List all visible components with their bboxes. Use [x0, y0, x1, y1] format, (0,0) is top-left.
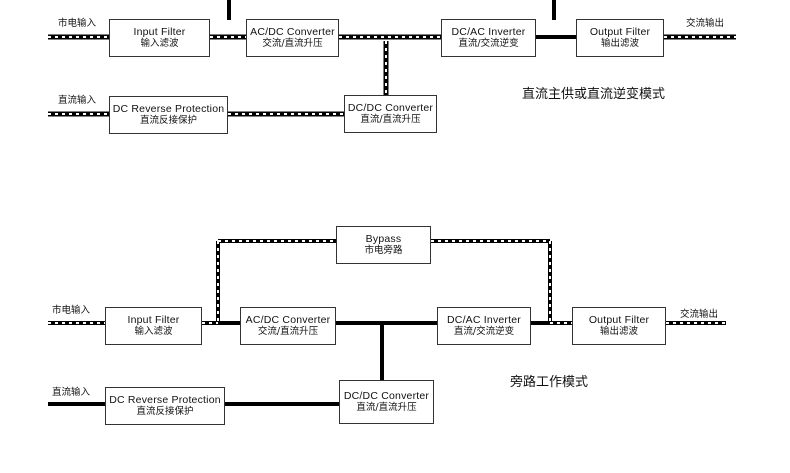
dcdc-converter-sublabel-2: 直流/直流升压 — [356, 402, 417, 413]
dc-reverse-protection-sublabel-2: 直流反接保护 — [136, 406, 194, 417]
dc-reverse-protection-sublabel: 直流反接保护 — [139, 115, 197, 126]
ac-output-label-2: 交流输出 — [680, 309, 719, 320]
dc-reverse-protection-label-2: DC Reverse Protection — [109, 394, 221, 406]
input-filter-sublabel-2: 输入滤波 — [134, 326, 173, 337]
input-filter-label-2: Input Filter — [127, 314, 180, 326]
input-filter-box-2: Input Filter 输入滤波 — [105, 307, 202, 345]
dcdc-converter-label-2: DC/DC Converter — [343, 390, 430, 402]
acdc-converter-sublabel-2: 交流/直流升压 — [257, 326, 319, 337]
diagram1-active-path — [227, 0, 576, 39]
dcdc-converter-sublabel: 直流/直流升压 — [360, 114, 421, 125]
bypass-label: Bypass — [365, 233, 402, 245]
bypass-sublabel: 市电旁路 — [364, 245, 403, 256]
acdc-converter-box-2: AC/DC Converter 交流/直流升压 — [240, 307, 336, 345]
ac-output-label: 交流输出 — [686, 18, 725, 29]
dc-reverse-protection-label: DC Reverse Protection — [112, 103, 225, 115]
bypass-box: Bypass 市电旁路 — [336, 226, 431, 264]
output-filter-box: Output Filter 输出滤波 — [576, 19, 664, 57]
input-filter-box: Input Filter 输入滤波 — [109, 19, 210, 57]
output-filter-sublabel: 输出滤波 — [600, 38, 639, 49]
dcdc-converter-box: DC/DC Converter 直流/直流升压 — [344, 95, 437, 133]
acdc-converter-label: AC/DC Converter — [250, 26, 335, 38]
output-filter-sublabel-2: 输出滤波 — [599, 326, 638, 337]
acdc-converter-label-2: AC/DC Converter — [245, 314, 331, 326]
output-filter-label: Output Filter — [589, 26, 651, 38]
dcdc-converter-label: DC/DC Converter — [347, 102, 434, 114]
dc-input-label-2: 直流输入 — [52, 387, 91, 398]
dc-reverse-protection-box-2: DC Reverse Protection 直流反接保护 — [105, 387, 225, 425]
diagram2-bypass-dots — [48, 240, 726, 324]
mains-input-label: 市电输入 — [58, 18, 97, 29]
mode-title-dc-inverter: 直流主供或直流逆变模式 — [522, 87, 666, 102]
output-filter-box-2: Output Filter 输出滤波 — [572, 307, 666, 345]
acdc-converter-box: AC/DC Converter 交流/直流升压 — [246, 19, 339, 57]
dcac-inverter-box: DC/AC Inverter 直流/交流逆变 — [441, 19, 536, 57]
diagram2-inactive-path — [48, 321, 550, 406]
dcac-inverter-label: DC/AC Inverter — [451, 26, 526, 38]
output-filter-label-2: Output Filter — [588, 314, 650, 326]
mode-title-bypass: 旁路工作模式 — [510, 375, 589, 390]
dc-reverse-protection-box: DC Reverse Protection 直流反接保护 — [109, 96, 228, 134]
dc-input-label: 直流输入 — [58, 95, 97, 106]
dcac-inverter-box-2: DC/AC Inverter 直流/交流逆变 — [437, 307, 531, 345]
dcdc-converter-box-2: DC/DC Converter 直流/直流升压 — [339, 380, 434, 424]
dcac-inverter-sublabel: 直流/交流逆变 — [458, 38, 519, 49]
input-filter-sublabel: 输入滤波 — [140, 38, 179, 49]
dcac-inverter-sublabel-2: 直流/交流逆变 — [453, 326, 515, 337]
input-filter-label: Input Filter — [133, 26, 186, 38]
diagram1-inactive-paths — [48, 34, 441, 117]
dcac-inverter-label-2: DC/AC Inverter — [447, 314, 521, 326]
acdc-converter-sublabel: 交流/直流升压 — [262, 38, 323, 49]
mains-input-label-2: 市电输入 — [52, 305, 91, 316]
